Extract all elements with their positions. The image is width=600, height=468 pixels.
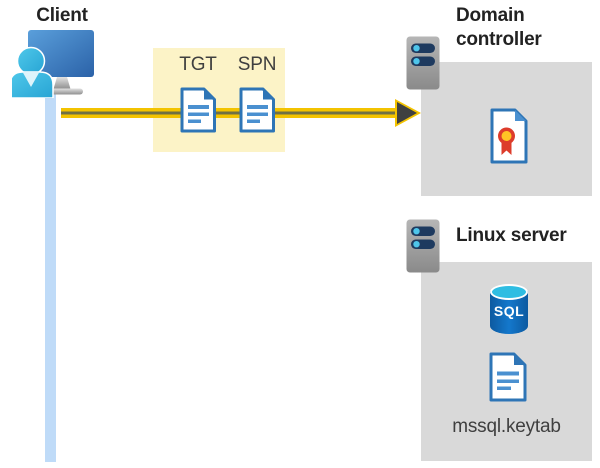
sql-cylinder-top [490, 284, 528, 300]
client-connection-line [45, 92, 56, 462]
auth-request-arrow-shaft [61, 108, 398, 118]
spn-document-icon [238, 87, 276, 133]
user-head-icon [16, 46, 46, 76]
sql-database-icon: SQL [490, 284, 528, 334]
tgt-label: TGT [179, 54, 217, 75]
monitor-stand-icon [53, 77, 71, 89]
monitor-base-icon [46, 88, 83, 95]
linux-server-label: Linux server [456, 225, 567, 246]
client-icon [9, 28, 96, 99]
auth-request-arrowhead-icon [397, 102, 417, 124]
user-collar-icon [23, 72, 39, 87]
keytab-document-icon [488, 352, 528, 402]
domain-controller-label: Domain controller [456, 5, 542, 50]
domain-controller-server-icon [406, 36, 440, 90]
client-label: Client [36, 5, 88, 26]
spn-label: SPN [237, 54, 277, 75]
client-monitor-user-icon [9, 30, 94, 99]
linux-server-icon [406, 219, 440, 273]
keytab-filename-label: mssql.keytab [452, 416, 561, 437]
tgt-document-icon [179, 87, 217, 133]
certificate-icon [489, 108, 529, 164]
sql-badge-label: SQL [493, 303, 525, 319]
